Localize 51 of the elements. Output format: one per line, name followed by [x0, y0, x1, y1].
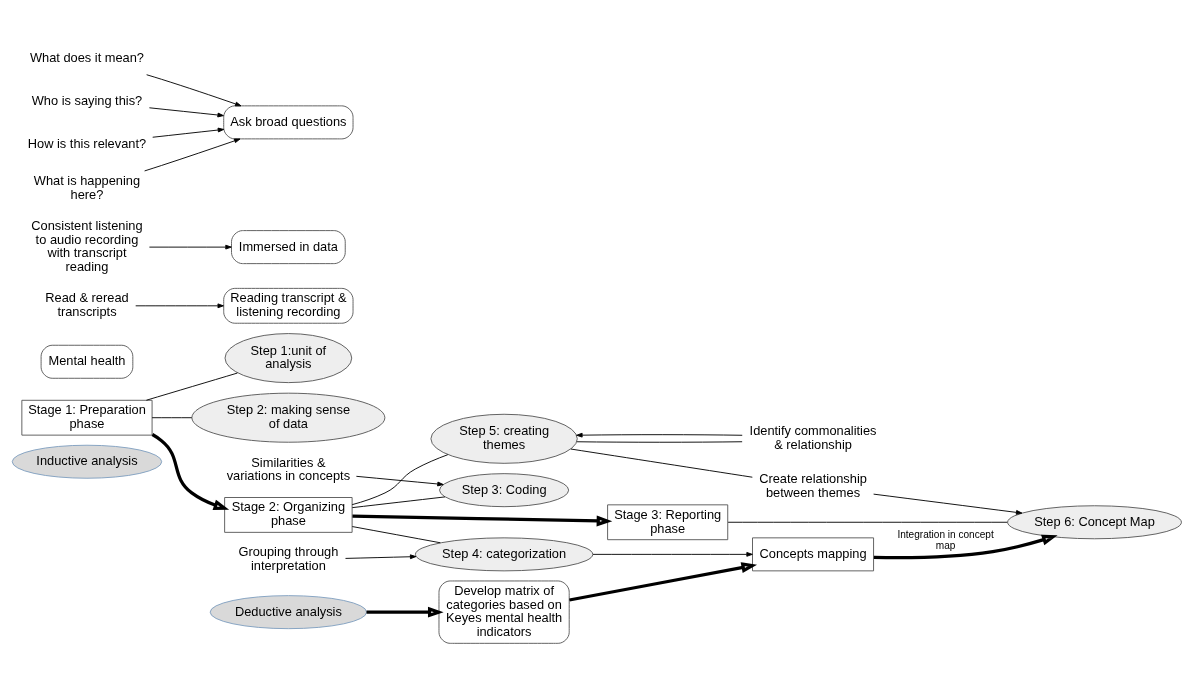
node-box: Stage 1: Preparation phase [21, 399, 153, 436]
arrow [569, 562, 758, 602]
node-box: Develop matrix of categories based on Keyes mental health indicators [438, 580, 570, 644]
node-box: Stage 2: Organizing phase [224, 497, 353, 533]
node-box: Concepts mapping [752, 537, 875, 572]
arrow [146, 74, 242, 107]
node-ellipse: Inductive analysis [11, 444, 163, 479]
connector [570, 448, 753, 478]
node-text: Grouping through interpretation [238, 544, 339, 574]
arrow [148, 107, 224, 118]
node-text: What does it mean? [29, 49, 145, 65]
connector [351, 526, 441, 544]
connector [145, 372, 238, 401]
arrow [873, 534, 1058, 560]
arrow [873, 493, 1023, 515]
node-box: Ask broad questions [223, 105, 354, 140]
node-box: Stage 3: Reporting phase [607, 504, 729, 541]
arrow [151, 433, 230, 511]
arrow [355, 475, 444, 487]
connector [727, 521, 1008, 523]
connector [351, 496, 446, 509]
connector [351, 454, 449, 506]
arrow [144, 138, 241, 172]
node-ellipse: Deductive analysis [209, 595, 368, 630]
arrow [352, 514, 613, 527]
arrow [592, 552, 753, 557]
node-box: Reading transcript & listening recording [223, 287, 354, 324]
node-text: Consistent listening to audio recording with transcript reading [31, 217, 143, 275]
node-text: Read & reread transcripts [45, 290, 129, 320]
node-box: Mental health [40, 344, 134, 379]
connector [151, 417, 193, 419]
node-ellipse: Step 6: Concept Map [1007, 505, 1182, 540]
arrow [576, 432, 743, 438]
arrow [345, 554, 417, 560]
node-text: What is happening here? [33, 172, 141, 202]
node-ellipse: Step 1:unit of analysis [224, 333, 353, 384]
node-ellipse: Step 4: categorization [414, 537, 594, 572]
node-text: Create relationship between themes [759, 471, 867, 500]
connector [576, 441, 743, 443]
node-box: Immersed in data [231, 230, 346, 265]
node-text: Similarities & variations in concepts [226, 454, 351, 484]
node-text: Identify commonalities & relationship [749, 423, 877, 453]
node-ellipse: Step 5: creating themes [430, 413, 578, 464]
arrow [366, 606, 444, 618]
node-ellipse: Step 2: making sense of data [191, 392, 386, 443]
edge-label: Integration in concept map [897, 528, 994, 551]
arrow [152, 127, 225, 138]
node-text: Who is saying this? [31, 92, 143, 108]
arrow [135, 303, 224, 309]
arrow [148, 244, 232, 250]
node-text: How is this relevant? [27, 135, 147, 151]
